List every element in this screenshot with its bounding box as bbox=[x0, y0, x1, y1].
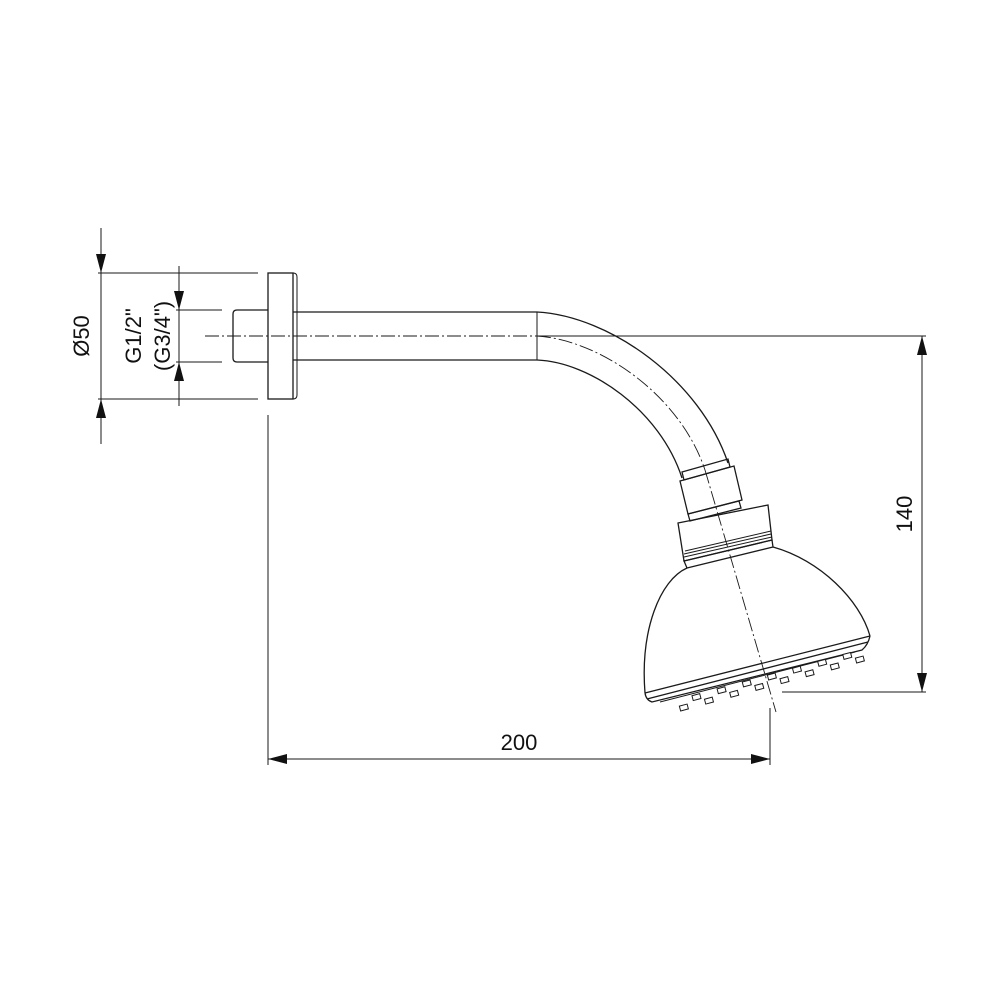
spray-nozzle bbox=[854, 655, 865, 664]
spray-nozzle bbox=[754, 682, 765, 691]
spray-nozzle bbox=[842, 651, 853, 660]
spray-nozzle bbox=[691, 693, 702, 702]
spray-nozzle bbox=[817, 658, 828, 667]
curved-bend bbox=[536, 311, 729, 479]
spray-nozzle bbox=[716, 686, 727, 695]
shower-head-dome bbox=[643, 546, 871, 703]
spray-nozzle bbox=[804, 669, 815, 678]
spray-nozzle bbox=[703, 696, 715, 705]
spray-nozzle bbox=[678, 703, 689, 712]
projection-label: 200 bbox=[501, 730, 538, 755]
flange-diameter-label: Ø50 bbox=[69, 315, 94, 357]
thread-primary-label: G1/2" bbox=[121, 308, 146, 364]
thread-dimension: G1/2" (G3/4") bbox=[121, 266, 222, 406]
flange-diameter-dimension: Ø50 bbox=[69, 228, 258, 444]
drop-label: 140 bbox=[892, 496, 917, 533]
spray-nozzle bbox=[766, 672, 777, 681]
centerlines bbox=[205, 335, 777, 713]
spray-nozzle bbox=[779, 676, 790, 685]
ball-joint-collar bbox=[677, 504, 774, 569]
swivel-nut bbox=[679, 458, 743, 522]
projection-dimension: 200 bbox=[267, 415, 771, 765]
spray-nozzle bbox=[729, 689, 740, 698]
spray-nozzle bbox=[829, 662, 840, 671]
drop-dimension: 140 bbox=[537, 335, 927, 693]
spray-face-nozzles bbox=[678, 651, 865, 712]
spray-nozzle bbox=[741, 679, 752, 688]
thread-alternate-label: (G3/4") bbox=[150, 301, 175, 371]
spray-nozzle bbox=[791, 665, 803, 674]
